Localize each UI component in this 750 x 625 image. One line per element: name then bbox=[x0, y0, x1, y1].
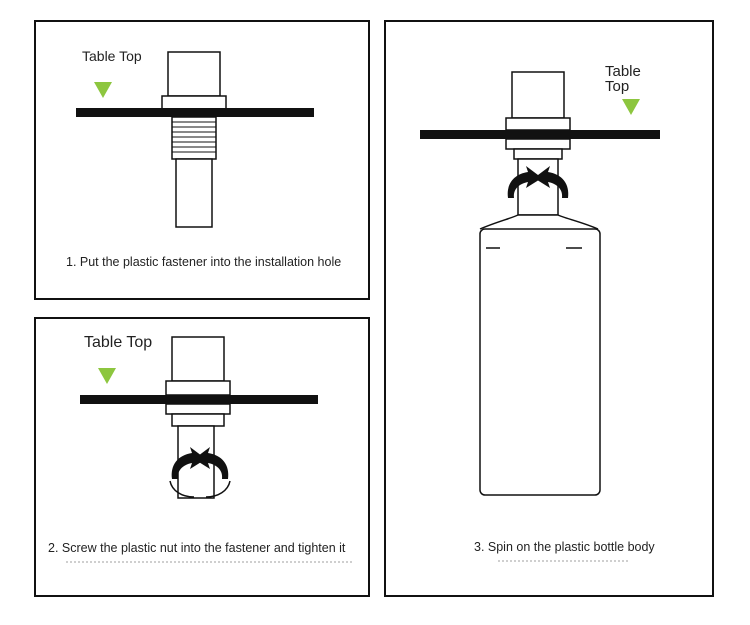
table-top-bar bbox=[80, 395, 318, 404]
step-2-illustration bbox=[80, 336, 318, 499]
plastic-nut bbox=[505, 138, 571, 150]
table-top-label: Table Top bbox=[605, 63, 641, 95]
table-top-label: Table Top bbox=[84, 334, 153, 351]
fastener-flange bbox=[161, 95, 227, 110]
plastic-nut bbox=[165, 403, 231, 415]
step-1-panel: Table Top 1. Put the plastic fastener in… bbox=[34, 20, 370, 300]
step-3-panel: Table Top 3. Spin on the plastic bottle … bbox=[384, 20, 714, 597]
fastener-cap bbox=[171, 336, 225, 382]
fastener-flange bbox=[505, 117, 571, 131]
faded-caption-line bbox=[66, 561, 352, 566]
step-2-panel: Table Top 2. Screw the plastic nut into … bbox=[34, 317, 370, 597]
fastener-tube bbox=[175, 158, 213, 228]
fastener-flange bbox=[165, 380, 231, 396]
plastic-nut-lower bbox=[513, 148, 563, 160]
down-triangle-marker-icon bbox=[98, 368, 116, 384]
step-3-illustration bbox=[420, 71, 660, 496]
plastic-nut-lower bbox=[171, 413, 225, 427]
step-1-caption: 1. Put the plastic fastener into the ins… bbox=[66, 255, 342, 269]
bottle-body bbox=[479, 228, 601, 496]
rotation-arrow-icon bbox=[169, 447, 231, 498]
step-3-caption: 3. Spin on the plastic bottle body bbox=[474, 540, 655, 554]
down-triangle-marker-icon bbox=[94, 82, 112, 98]
down-triangle-marker-icon bbox=[622, 99, 640, 115]
bottle-shoulder bbox=[479, 214, 599, 230]
table-top-label: Table Top bbox=[82, 48, 142, 64]
fastener-cap bbox=[167, 51, 221, 97]
bottle-neck bbox=[517, 158, 559, 216]
fastener-cap bbox=[511, 71, 565, 119]
fastener-thread bbox=[171, 116, 217, 160]
table-top-bar bbox=[76, 108, 314, 117]
step-1-illustration bbox=[76, 51, 314, 228]
faded-caption-line bbox=[498, 560, 628, 565]
table-top-bar bbox=[420, 130, 660, 139]
step-2-caption: 2. Screw the plastic nut into the fasten… bbox=[48, 541, 346, 555]
rotation-arrow-icon bbox=[507, 166, 569, 198]
